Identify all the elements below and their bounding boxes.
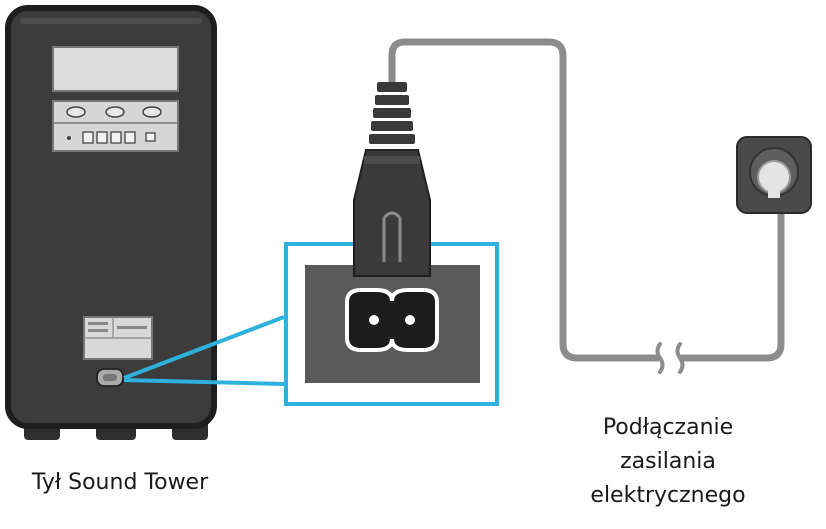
panel-port — [96, 131, 108, 144]
panel-knob-middle — [105, 106, 125, 118]
callout-leader-line — [123, 315, 285, 380]
plug-strain-relief — [377, 82, 407, 92]
tower-display-panel — [52, 46, 179, 92]
label-plate-text-mark — [117, 326, 147, 329]
cable-break-icon — [655, 342, 685, 374]
cable-segment — [678, 190, 785, 362]
power-plug-icon — [353, 82, 431, 277]
panel-knob-left — [66, 106, 86, 118]
inlet-pin-right — [405, 315, 415, 325]
panel-port — [110, 131, 122, 144]
label-plate-text-mark — [88, 329, 108, 332]
caption-power-line-3: elektrycznego — [590, 483, 746, 508]
socket-plug-neck — [768, 190, 780, 198]
caption-power-line-1: Podłączanie — [602, 415, 734, 440]
plug-strain-relief — [373, 108, 411, 118]
plug-groove-cap — [382, 211, 402, 219]
inlet-socket — [345, 288, 439, 352]
panel-port-small — [145, 132, 156, 142]
sound-tower-back-icon — [5, 5, 217, 440]
callout-leader-line — [123, 378, 285, 386]
cable-segment — [388, 38, 662, 362]
panel-warning-mark — [67, 136, 71, 140]
panel-port — [82, 131, 94, 144]
caption-power-connection: Podłączanie zasilania elektrycznego — [568, 411, 768, 513]
label-plate-text-mark — [88, 322, 108, 325]
callout-highlight — [123, 242, 499, 406]
tower-power-inlet-slot — [103, 374, 117, 381]
power-inlet-icon — [305, 265, 480, 383]
socket-plug-head — [757, 160, 791, 194]
plug-strain-relief — [375, 95, 409, 105]
panel-knob-right — [142, 106, 162, 118]
caption-tower-back: Tył Sound Tower — [31, 470, 209, 495]
panel-port — [124, 131, 136, 144]
plug-strain-relief — [371, 121, 413, 131]
inlet-pin-left — [369, 315, 379, 325]
caption-power-line-2: zasilania — [620, 449, 716, 474]
plug-grip-highlight — [364, 156, 420, 164]
tower-top-sheen — [20, 18, 202, 24]
wall-socket-icon — [736, 136, 812, 214]
plug-strain-relief — [369, 134, 415, 144]
plug-groove — [382, 218, 402, 262]
